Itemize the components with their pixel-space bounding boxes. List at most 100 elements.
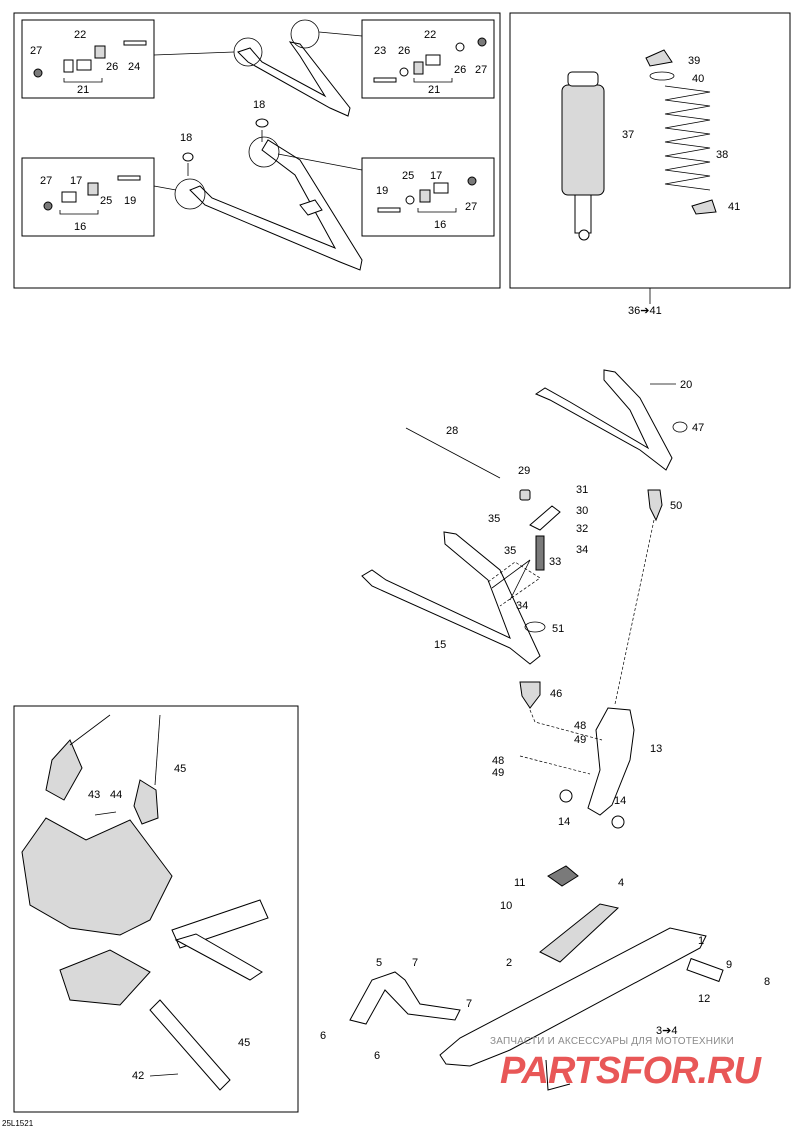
callout: 24: [128, 61, 140, 73]
callout: 32: [576, 523, 588, 535]
callout: 9: [726, 959, 732, 971]
callout: 37: [622, 129, 634, 141]
upper-a-arm-main: [534, 369, 676, 471]
callout: 13: [650, 743, 662, 755]
callout: 16: [434, 219, 446, 231]
callout: 15: [434, 639, 446, 651]
ski-drawing: [439, 865, 724, 1091]
callout: 51: [552, 623, 564, 635]
callout: 27: [30, 45, 42, 57]
inset-box-lower-arm-front: [21, 157, 155, 237]
inset-box-upper-arm-front: [21, 19, 155, 99]
callout: 4: [618, 877, 624, 889]
callout: 7: [466, 998, 472, 1010]
callout: 42: [132, 1070, 144, 1082]
shock-kit-reference: 36➔41: [628, 305, 662, 317]
callout: 49: [574, 734, 586, 746]
callout: 45: [238, 1037, 250, 1049]
callout: 16: [74, 221, 86, 233]
spindle-dashed-path: [529, 709, 603, 741]
upper-a-arm-detail: [153, 19, 363, 117]
callout: 48: [492, 755, 504, 767]
callout: 3➔4: [656, 1025, 677, 1037]
upper-left-panel: [13, 12, 501, 289]
callout: 21: [77, 84, 89, 96]
callout: 26: [106, 61, 118, 73]
callout: 45: [174, 763, 186, 775]
shock-absorber-drawing: [561, 71, 605, 241]
lower-a-arm-main: [361, 531, 541, 665]
lower-a-arm-detail: [153, 118, 363, 271]
spindle-drawing: [559, 707, 635, 829]
callout: 35: [504, 545, 516, 557]
callout: 19: [376, 185, 388, 197]
callout: 18: [253, 99, 265, 111]
callout: 18: [180, 132, 192, 144]
inset-box-lower-arm-rear: [361, 157, 495, 237]
callout: 39: [688, 55, 700, 67]
callout: 33: [549, 556, 561, 568]
callout: 46: [550, 688, 562, 700]
callout: 2: [506, 957, 512, 969]
inset-box-upper-arm-rear: [361, 19, 495, 99]
callout: 14: [614, 795, 626, 807]
callout: 17: [70, 175, 82, 187]
callout: 34: [576, 544, 588, 556]
group-brackets: [59, 78, 457, 215]
callout: 1: [698, 935, 704, 947]
callout: 11: [514, 877, 525, 889]
watermark-logo: PARTSFOR.RU: [500, 1050, 761, 1092]
ball-joints: [519, 421, 688, 709]
callout: 10: [500, 900, 512, 912]
callout: 38: [716, 149, 728, 161]
callout: 12: [698, 993, 710, 1005]
linkage-parts: [519, 489, 561, 571]
callout: 34: [516, 600, 528, 612]
callout: 28: [446, 425, 458, 437]
callout: 22: [74, 29, 86, 41]
callout: 48: [574, 720, 586, 732]
callout: 26: [398, 45, 410, 57]
callout: 43: [88, 789, 100, 801]
chassis-drawing: [21, 714, 269, 1091]
callout-labels: 27 22 26 24 21 23 26 22 26 27 21 18 18 2…: [30, 29, 770, 1082]
shock-panel: [509, 12, 791, 289]
shock-mount-dashed-path: [614, 519, 655, 705]
callout: 27: [40, 175, 52, 187]
coil-spring-drawing: [645, 49, 717, 215]
callout: 25: [402, 170, 414, 182]
callout: 50: [670, 500, 682, 512]
drawing-code: 25L1521: [2, 1119, 34, 1128]
callout: 47: [692, 422, 704, 434]
callout: 17: [430, 170, 442, 182]
callout: 41: [728, 201, 740, 213]
callout: 27: [465, 201, 477, 213]
callout: 26: [454, 64, 466, 76]
callout: 8: [764, 976, 770, 988]
watermark: ЗАПЧАСТИ И АКСЕССУАРЫ ДЛЯ МОТОТЕХНИКИ PA…: [490, 1036, 790, 1096]
ski-handle-drawing: [349, 971, 461, 1025]
callout: 14: [558, 816, 570, 828]
callout: 29: [518, 465, 530, 477]
callout: 49: [492, 767, 504, 779]
callout: 6: [320, 1030, 326, 1042]
callout: 6: [374, 1050, 380, 1062]
callout: 20: [680, 379, 692, 391]
callout: 27: [475, 64, 487, 76]
callout: 25: [100, 195, 112, 207]
callout: 40: [692, 73, 704, 85]
callout: 21: [428, 84, 440, 96]
callout: 19: [124, 195, 136, 207]
callout: 30: [576, 505, 588, 517]
callout: 5: [376, 957, 382, 969]
watermark-tagline: ЗАПЧАСТИ И АКСЕССУАРЫ ДЛЯ МОТОТЕХНИКИ: [490, 1036, 735, 1047]
callout: 7: [412, 957, 418, 969]
callout: 35: [488, 513, 500, 525]
hardware-glyphs-upper-left: [33, 37, 487, 213]
callout: 23: [374, 45, 386, 57]
callout: 44: [110, 789, 122, 801]
chassis-panel: [13, 705, 299, 1113]
callout: 31: [576, 484, 588, 496]
callout: 22: [424, 29, 436, 41]
